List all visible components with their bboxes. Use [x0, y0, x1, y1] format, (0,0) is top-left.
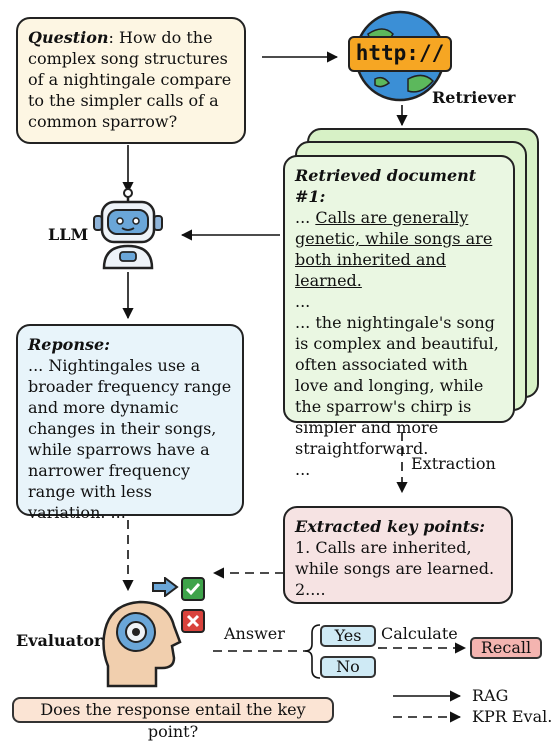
extraction-label: Extraction [411, 454, 496, 473]
question-box: Question: How do the complex song struct… [16, 17, 246, 144]
retrieved-doc-tail: ... [295, 460, 311, 479]
llm-label: LLM [48, 225, 89, 244]
no-pill: No [320, 656, 376, 678]
retrieved-doc-body: ... the nightingale's song is complex an… [295, 313, 499, 458]
evaluator-head-icon [100, 596, 212, 688]
cross-icon [181, 609, 205, 633]
answer-label: Answer [224, 624, 285, 643]
retrieved-doc-ellipsis: ... [295, 292, 311, 311]
retrieved-doc-highlight: Calls are generally genetic, while songs… [295, 208, 493, 290]
response-text: ... Nightingales use a broader frequency… [28, 356, 232, 522]
evaluator-label: Evaluator [16, 631, 103, 650]
response-heading: Reponse: [28, 335, 111, 354]
calculate-label: Calculate [381, 624, 458, 643]
recall-pill: Recall [470, 637, 542, 659]
answer-brace [304, 624, 321, 679]
entailment-prompt: Does the response entail the key point? [12, 697, 334, 741]
retrieved-doc-heading: Retrieved document #1: [295, 166, 477, 206]
response-box: Reponse: ... Nightingales use a broader … [16, 324, 244, 522]
keypoints-text: 1. Calls are inherited, while songs are … [295, 538, 495, 578]
keypoints-heading: Extracted key points: [295, 517, 485, 536]
http-banner: http:// [348, 36, 452, 72]
question-text: : How do the complex song structures of … [28, 28, 232, 131]
yes-pill: Yes [320, 625, 376, 647]
retrieved-doc-prefix: ... [295, 208, 316, 227]
retrieved-doc-box: Retrieved document #1: ... Calls are gen… [283, 155, 515, 479]
question-label: Question [28, 28, 109, 47]
llm-robot-icon [88, 188, 168, 270]
retriever-globe-icon: http:// [348, 9, 452, 104]
keypoints-box: Extracted key points: 1. Calls are inher… [283, 506, 513, 604]
legend-kpr-label: KPR Eval. [472, 707, 553, 726]
legend-rag-label: RAG [472, 686, 509, 705]
arrow-right-icon [151, 576, 179, 598]
check-icon [181, 577, 205, 601]
retriever-label: Retriever [432, 88, 516, 107]
keypoints-tail: 2.... [295, 580, 326, 599]
